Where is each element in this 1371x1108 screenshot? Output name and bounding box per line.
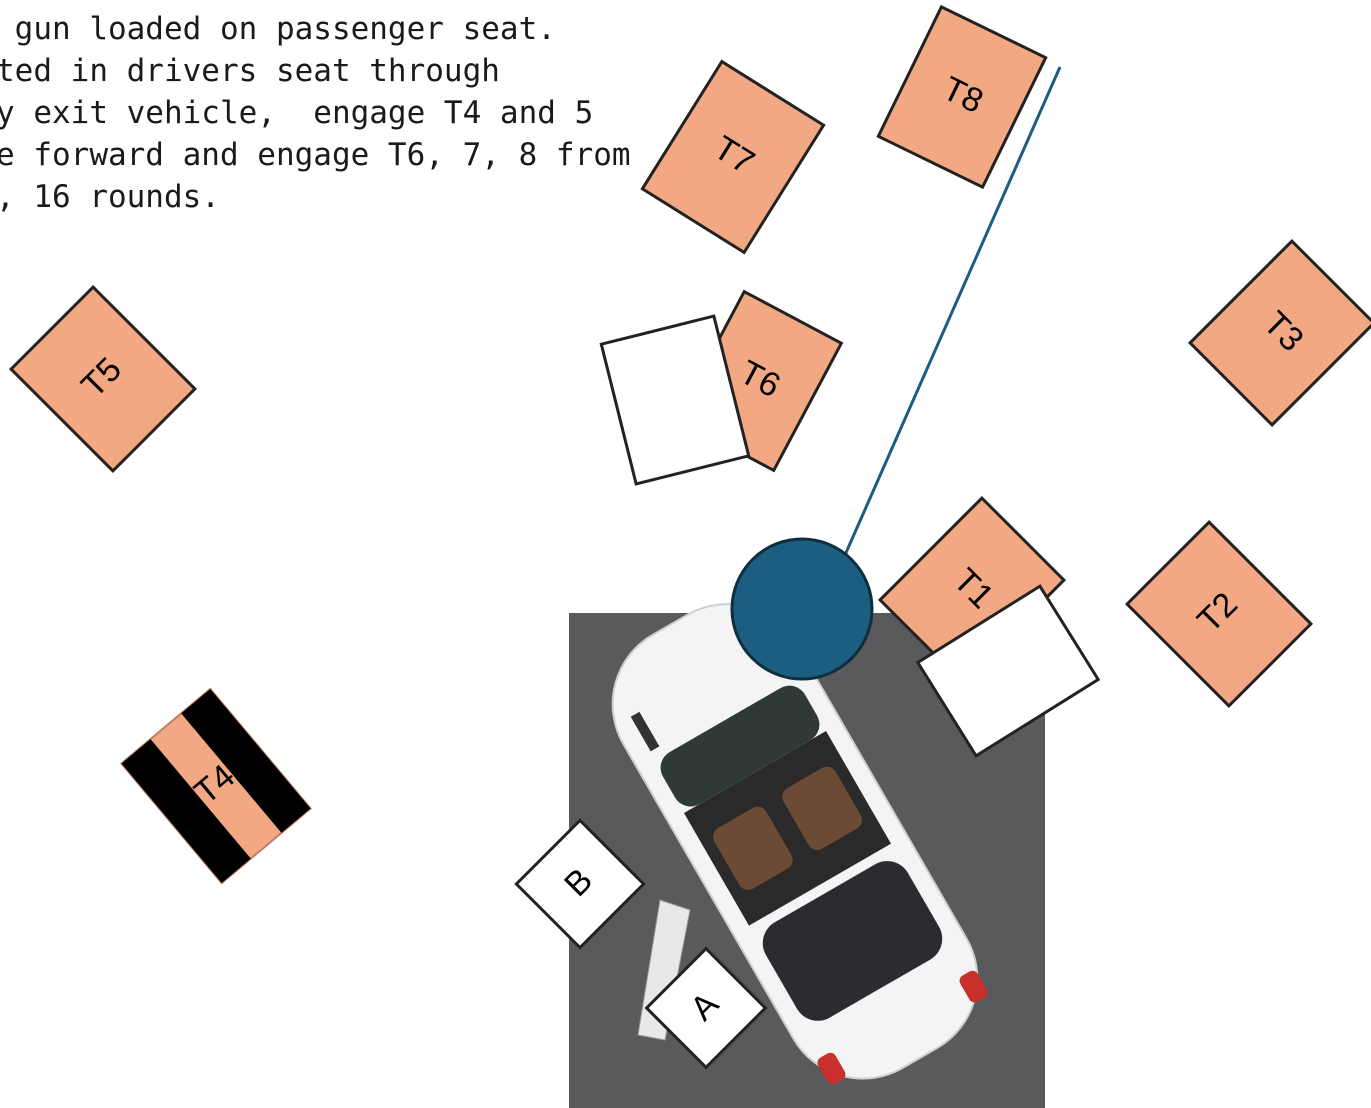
target-t7: T7 [642,62,823,253]
target-t5: T5 [11,287,195,471]
barrel [732,539,872,679]
target-t2: T2 [1127,522,1311,706]
target-t4: T4 [121,689,310,883]
target-t3: T3 [1190,241,1371,425]
